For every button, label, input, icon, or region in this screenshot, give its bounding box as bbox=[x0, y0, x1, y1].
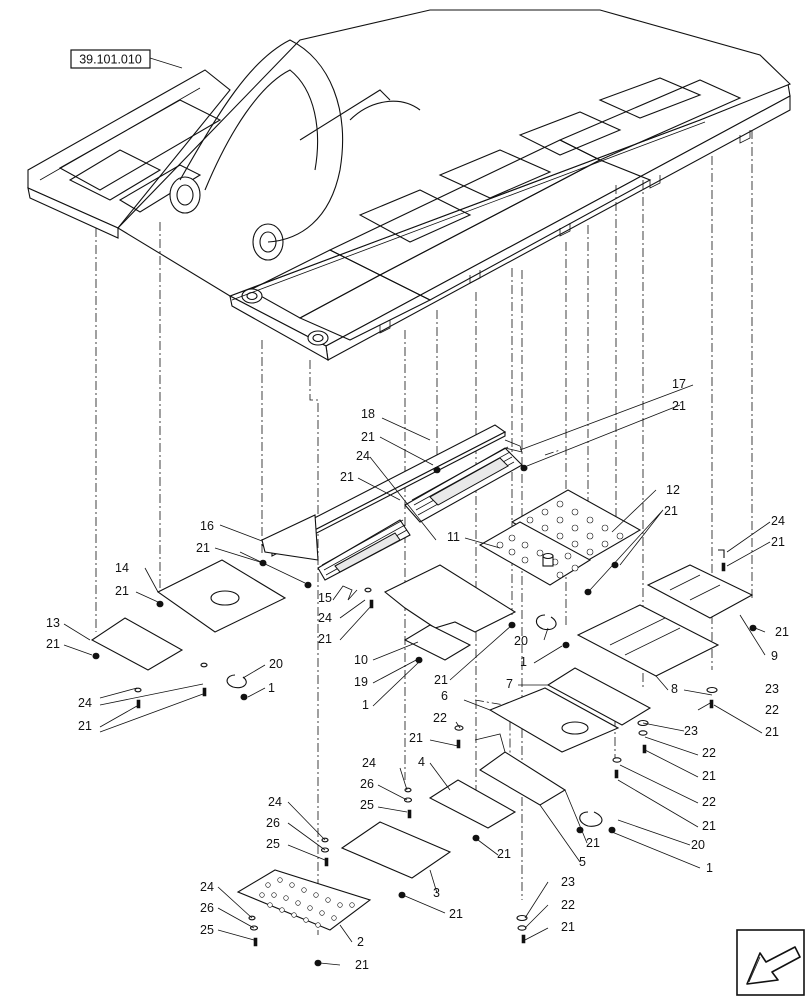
callout-20: 20 bbox=[691, 838, 705, 852]
lower-frame bbox=[27, 9, 791, 362]
callout-15: 15 bbox=[318, 591, 332, 605]
callout-21: 21 bbox=[409, 731, 423, 745]
callout-21: 21 bbox=[434, 673, 448, 687]
callout-8: 8 bbox=[671, 682, 678, 696]
callout-24: 24 bbox=[771, 514, 785, 528]
arrow-down-left-icon bbox=[746, 946, 801, 985]
cover-plate-7 bbox=[546, 667, 652, 726]
callout-11: 11 bbox=[447, 530, 460, 544]
cover-plate-14 bbox=[156, 559, 287, 633]
callout-21: 21 bbox=[765, 725, 779, 739]
callout-24: 24 bbox=[356, 449, 370, 463]
fasteners bbox=[92, 464, 757, 967]
cover-plate-13 bbox=[90, 617, 184, 671]
cover-plate-6 bbox=[488, 687, 620, 753]
callout-4: 4 bbox=[418, 755, 425, 769]
callout-13: 13 bbox=[46, 616, 60, 630]
callout-22: 22 bbox=[561, 898, 575, 912]
leader-lines bbox=[63, 384, 771, 966]
stepped-plate-10 bbox=[383, 564, 517, 661]
callout-1: 1 bbox=[706, 861, 713, 875]
callout-20: 20 bbox=[514, 634, 528, 648]
callout-1: 1 bbox=[268, 681, 275, 695]
callout-21: 21 bbox=[702, 769, 716, 783]
callout-21: 21 bbox=[115, 584, 129, 598]
louvered-plate-17 bbox=[404, 439, 523, 523]
callout-25: 25 bbox=[200, 923, 214, 937]
callout-2: 2 bbox=[357, 935, 364, 949]
callout-21: 21 bbox=[586, 836, 600, 850]
callout-22: 22 bbox=[433, 711, 447, 725]
callout-24: 24 bbox=[268, 795, 282, 809]
louvered-plate-15 bbox=[317, 519, 411, 581]
callout-16: 16 bbox=[200, 519, 214, 533]
callout-21: 21 bbox=[672, 399, 686, 413]
callout-labels: 18 21 24 21 17 21 12 21 11 24 21 21 9 16… bbox=[46, 377, 789, 972]
callout-1: 1 bbox=[362, 698, 369, 712]
callout-17: 17 bbox=[672, 377, 686, 391]
callout-23: 23 bbox=[561, 875, 575, 889]
callout-23: 23 bbox=[684, 724, 698, 738]
callout-21: 21 bbox=[196, 541, 210, 555]
cover-plate-3 bbox=[340, 821, 452, 879]
callout-22: 22 bbox=[765, 703, 779, 717]
callout-12: 12 bbox=[666, 483, 680, 497]
callout-21: 21 bbox=[449, 907, 463, 921]
callout-1: 1 bbox=[520, 655, 527, 669]
callout-9: 9 bbox=[771, 649, 778, 663]
callout-21: 21 bbox=[318, 632, 332, 646]
callout-25: 25 bbox=[360, 798, 374, 812]
callout-19: 19 bbox=[354, 675, 368, 689]
callout-7: 7 bbox=[506, 677, 513, 691]
callout-21: 21 bbox=[361, 430, 375, 444]
callout-22: 22 bbox=[702, 746, 716, 760]
callout-26: 26 bbox=[266, 816, 280, 830]
callout-21: 21 bbox=[771, 535, 785, 549]
callout-26: 26 bbox=[360, 777, 374, 791]
callout-21: 21 bbox=[664, 504, 678, 518]
perforated-plate-11 bbox=[478, 521, 592, 586]
perforated-floor-plate-2 bbox=[236, 869, 372, 931]
callout-24: 24 bbox=[78, 696, 92, 710]
callout-25: 25 bbox=[266, 837, 280, 851]
callout-24: 24 bbox=[362, 756, 376, 770]
reference-number: 39.101.010 bbox=[79, 53, 142, 67]
callout-21: 21 bbox=[702, 819, 716, 833]
callout-21: 21 bbox=[497, 847, 511, 861]
projection-lines bbox=[95, 130, 753, 935]
callout-18: 18 bbox=[361, 407, 375, 421]
callout-14: 14 bbox=[115, 561, 129, 575]
callout-21: 21 bbox=[561, 920, 575, 934]
callout-5: 5 bbox=[579, 855, 586, 869]
callout-22: 22 bbox=[702, 795, 716, 809]
callout-6: 6 bbox=[441, 689, 448, 703]
callout-21: 21 bbox=[355, 958, 369, 972]
callout-26: 26 bbox=[200, 901, 214, 915]
callout-20: 20 bbox=[269, 657, 283, 671]
callout-21: 21 bbox=[340, 470, 354, 484]
cover-plate-9 bbox=[646, 564, 754, 619]
callout-24: 24 bbox=[318, 611, 332, 625]
strip-plate-16 bbox=[261, 514, 319, 561]
reference-box: 39.101.010 bbox=[70, 49, 183, 69]
navigation-arrow-button[interactable] bbox=[736, 929, 805, 996]
cover-plate-8 bbox=[576, 604, 720, 677]
callout-21: 21 bbox=[46, 637, 60, 651]
callout-3: 3 bbox=[433, 886, 440, 900]
callout-23: 23 bbox=[765, 682, 779, 696]
callout-10: 10 bbox=[354, 653, 368, 667]
callout-21: 21 bbox=[78, 719, 92, 733]
callout-21: 21 bbox=[775, 625, 789, 639]
cover-plate-4 bbox=[428, 779, 517, 829]
callout-24: 24 bbox=[200, 880, 214, 894]
